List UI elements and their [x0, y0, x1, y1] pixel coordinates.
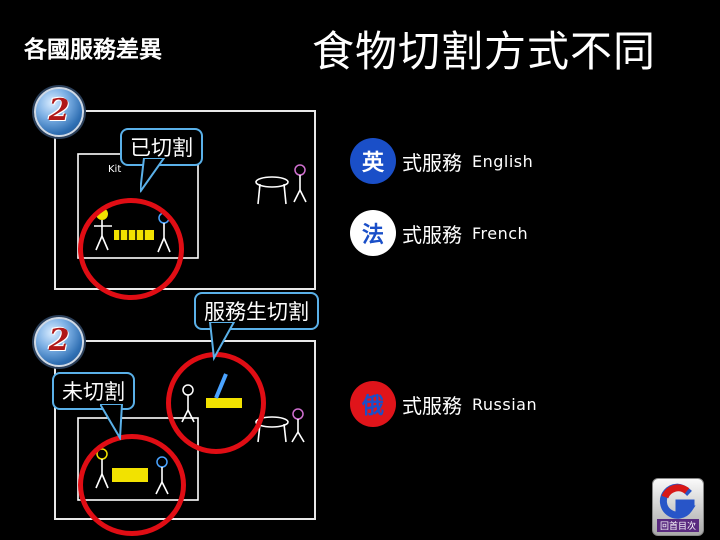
uncut-callout-tail — [100, 404, 124, 440]
uncut-callout-label: 未切割 — [62, 380, 125, 404]
waiter-cut-callout-label: 服務生切割 — [204, 300, 309, 324]
service-row-russian: 俄 式服務 Russian — [350, 381, 537, 427]
service-french-name: French — [472, 223, 529, 243]
scene-panel-waiter-cut — [54, 340, 316, 536]
highlight-circle-precut — [78, 198, 184, 300]
home-menu-label: 回首目次 — [657, 519, 699, 532]
service-row-english: 英 式服務 English — [350, 138, 533, 184]
step-badge-icon-2: 2 — [34, 317, 84, 367]
highlight-circle-waiter-cut — [166, 352, 266, 454]
service-label-russian: 式服務 — [402, 393, 462, 418]
service-label-french: 式服務 — [402, 222, 462, 247]
section-title: 各國服務差異 — [24, 36, 162, 63]
step-badge-icon: 2 — [34, 87, 84, 137]
home-menu-button[interactable]: 回首目次 — [652, 478, 704, 536]
precut-callout-label: 已切割 — [130, 136, 193, 160]
waiter-cut-callout-tail — [208, 322, 236, 362]
kitchen-label: Kit — [108, 164, 122, 175]
russian-disc-icon: 俄 — [350, 381, 396, 427]
service-russian-name: Russian — [472, 394, 538, 414]
service-row-french: 法 式服務 French — [350, 210, 528, 256]
precut-callout-tail — [140, 158, 166, 193]
highlight-circle-uncut — [78, 434, 186, 536]
french-disc-icon: 法 — [350, 210, 396, 256]
service-english-name: English — [472, 151, 534, 171]
english-disc-icon: 英 — [350, 138, 396, 184]
g-logo-icon — [659, 483, 696, 519]
dining-table — [255, 176, 289, 188]
page-title: 食物切割方式不同 — [312, 27, 657, 76]
service-label-english: 式服務 — [402, 150, 462, 175]
